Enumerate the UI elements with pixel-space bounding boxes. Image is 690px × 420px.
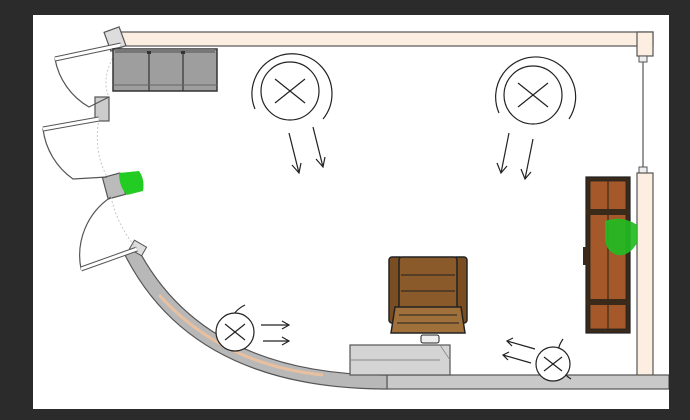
airflow-arrow-icon <box>288 132 302 175</box>
plant-icon <box>605 218 637 256</box>
floor-plan-canvas <box>33 15 669 409</box>
ceiling-fan-top-right <box>495 56 577 125</box>
airflow-arrows-bottom-left <box>261 320 291 346</box>
door-3 <box>79 196 138 272</box>
door-2 <box>42 116 108 180</box>
cabinet <box>112 48 218 92</box>
ceiling-fan-bottom-right <box>535 338 572 382</box>
airflow-arrow-icon <box>312 126 326 169</box>
bench-icon <box>583 176 631 334</box>
airflow-arrows-top-left <box>288 126 326 175</box>
plant-right <box>605 218 637 256</box>
ceiling-fan-icon <box>215 304 255 352</box>
ceiling-fan-icon <box>535 338 572 382</box>
plant-left <box>119 171 144 195</box>
floor-plan <box>42 26 669 390</box>
airflow-arrow-icon <box>261 320 291 330</box>
airflow-arrow-icon <box>496 132 510 175</box>
airflow-arrows-bottom-right <box>501 337 536 364</box>
bottom-wall <box>386 374 669 390</box>
curved-wall <box>124 246 388 390</box>
armchair-icon <box>388 256 468 344</box>
airflow-arrows-top-right <box>496 132 534 181</box>
armchair <box>388 256 468 344</box>
ceiling-fan-bottom-left <box>215 304 255 352</box>
airflow-arrow-icon <box>505 337 536 350</box>
door-swing-icon <box>79 196 138 272</box>
door-swing-icon <box>54 42 122 108</box>
airflow-arrow-icon <box>263 336 291 346</box>
step-platform <box>349 344 451 376</box>
airflow-arrow-icon <box>520 138 534 181</box>
door-swing-icon <box>42 116 108 180</box>
cabinet-icon <box>112 48 218 92</box>
airflow-arrow-icon <box>501 351 532 364</box>
ceiling-fan-icon <box>495 56 577 125</box>
plant-icon <box>119 171 144 195</box>
door-1 <box>54 42 122 108</box>
right-wall <box>636 62 654 384</box>
bench <box>583 176 631 334</box>
ceiling-fan-top-left <box>251 53 333 121</box>
top-wall <box>120 31 654 63</box>
ceiling-fan-icon <box>251 53 333 121</box>
